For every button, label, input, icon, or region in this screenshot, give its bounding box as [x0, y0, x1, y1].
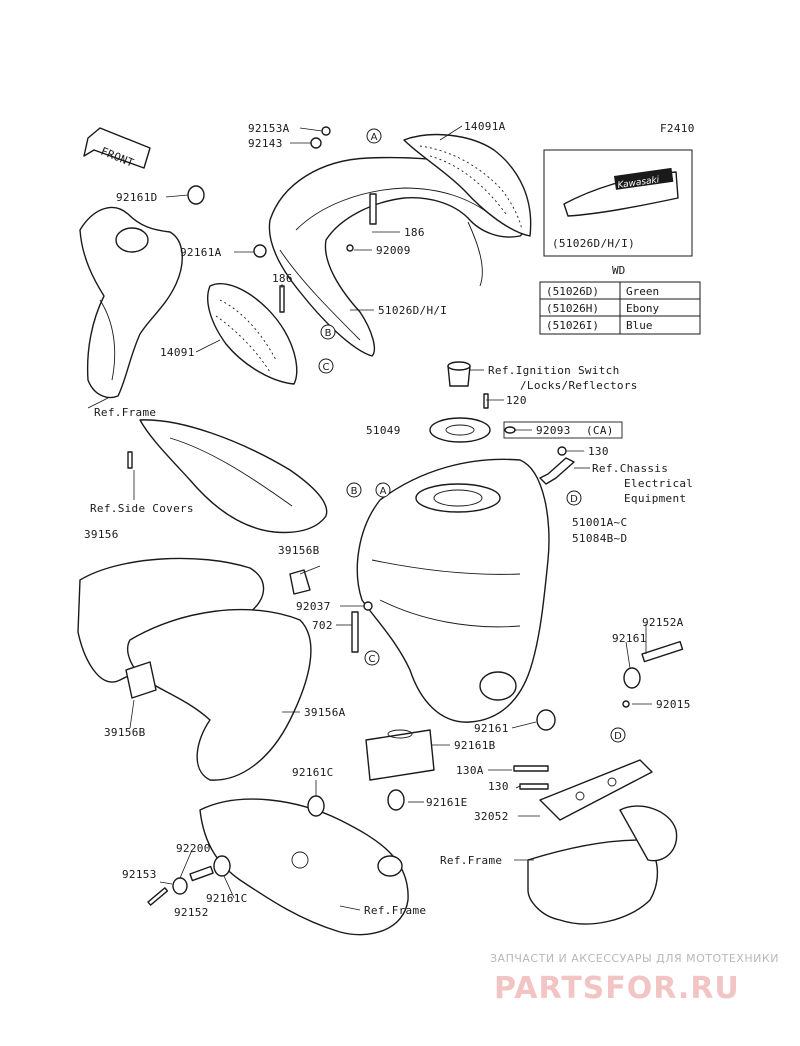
label-92153: 92153 [122, 868, 157, 881]
marker-b-tank: B [351, 486, 358, 497]
label-ref-frame-top: Ref.Frame [94, 406, 156, 419]
label-ref-frame-right: Ref.Frame [440, 854, 502, 867]
label-39156: 39156 [84, 528, 119, 541]
label-130a: 130A [456, 764, 484, 777]
label-51049: 51049 [366, 424, 401, 437]
label-ref-ignition-2: /Locks/Reflectors [520, 379, 638, 392]
heat-guard-39156a [127, 608, 312, 781]
inset-box: Kawasaki (51026D/H/I) [543, 149, 693, 257]
rear-frame-illustration [527, 805, 678, 925]
fuel-tank-illustration [356, 458, 550, 723]
inset-brand-badge [614, 167, 674, 190]
rubber-block-92161b [365, 729, 435, 781]
label-ref-chassis-1: Ref.Chassis [592, 462, 668, 475]
label-14091a: 14091A [464, 120, 506, 133]
mesh-panel-14091 [207, 283, 298, 385]
label-92161a: 92161A [180, 246, 222, 259]
marker-d-bracket: D [614, 731, 622, 742]
label-92009: 92009 [376, 244, 411, 257]
color-name-0: Green [626, 285, 659, 298]
label-702: 702 [312, 619, 333, 632]
label-186-top: 186 [404, 226, 425, 239]
label-92143: 92143 [248, 137, 283, 150]
label-39156b-top: 39156B [278, 544, 320, 557]
label-ref-side-covers: Ref.Side Covers [90, 502, 194, 515]
label-92161b: 92161B [454, 739, 496, 752]
label-51084: 51084B~D [572, 532, 627, 545]
label-ref-frame-bottom: Ref.Frame [364, 904, 426, 917]
color-table-heading: WD [612, 264, 625, 277]
label-186-mid: 186 [272, 272, 293, 285]
small-hardware [127, 126, 684, 906]
color-code-1: (51026H) [546, 302, 599, 315]
label-120: 120 [506, 394, 527, 407]
clip-39156b-top [289, 569, 311, 595]
label-ref-ignition-1: Ref.Ignition Switch [488, 364, 620, 377]
marker-c-top: C [323, 362, 330, 373]
watermark-brand: PARTSFOR.RU [494, 971, 740, 1006]
color-table: WD (51026D) Green (51026H) Ebony (51026I… [539, 264, 701, 335]
label-92161-mid: 92161 [474, 722, 509, 735]
side-cover-illustration [139, 419, 328, 534]
reference-markers: A B C A B C D D [318, 128, 626, 743]
front-arrow-icon: FRONT [83, 127, 151, 170]
label-130-bottom: 130 [488, 780, 509, 793]
watermark-tagline: ЗАПЧАСТИ И АКСЕССУАРЫ ДЛЯ МОТОТЕХНИКИ [490, 952, 779, 965]
figure-code: F2410 [660, 122, 695, 135]
label-92015: 92015 [656, 698, 691, 711]
label-39156b-bottom: 39156B [104, 726, 146, 739]
part-labels: 92153A 92143 14091A 92161D 186 92161A 92… [84, 120, 693, 919]
label-92161-right: 92161 [612, 632, 647, 645]
marker-c-tank: C [369, 654, 376, 665]
label-51026: 51026D/H/I [378, 304, 447, 317]
label-92161c-bottom: 92161C [206, 892, 248, 905]
label-92161d: 92161D [116, 191, 158, 204]
mesh-panel-14091a [403, 133, 532, 237]
label-ref-chassis-3: Equipment [624, 492, 686, 505]
label-92093-ca: (CA) [586, 424, 614, 437]
inset-caption: (51026D/H/I) [552, 237, 635, 250]
color-code-0: (51026D) [546, 285, 599, 298]
label-92037: 92037 [296, 600, 331, 613]
label-92200: 92200 [176, 842, 211, 855]
label-92152: 92152 [174, 906, 209, 919]
clip-39156b-bottom [125, 661, 157, 699]
leader-lines [87, 125, 652, 911]
label-92093: 92093 [536, 424, 571, 437]
color-name-2: Blue [626, 319, 653, 332]
color-code-2: (51026I) [546, 319, 599, 332]
marker-d-top: D [570, 494, 578, 505]
label-14091: 14091 [160, 346, 195, 359]
color-name-1: Ebony [626, 302, 659, 315]
label-32052: 32052 [474, 810, 509, 823]
mount-bracket-illustration [539, 759, 653, 821]
marker-b-top: B [325, 328, 332, 339]
marker-a-tank: A [380, 486, 387, 497]
marker-a-top: A [371, 132, 378, 143]
frame-head-illustration [79, 206, 183, 399]
label-92153a: 92153A [248, 122, 290, 135]
box-92093 [503, 421, 623, 439]
label-92161c-top: 92161C [292, 766, 334, 779]
label-130-top: 130 [588, 445, 609, 458]
label-51001: 51001A~C [572, 516, 627, 529]
label-ref-chassis-2: Electrical [624, 477, 693, 490]
label-39156a: 39156A [304, 706, 346, 719]
tank-cap-assembly [429, 361, 491, 443]
label-92152a: 92152A [642, 616, 684, 629]
label-92161e: 92161E [426, 796, 468, 809]
watermark: ЗАПЧАСТИ И АКСЕССУАРЫ ДЛЯ МОТОТЕХНИКИ PA… [490, 952, 779, 1006]
tank-cover-illustration [268, 156, 529, 357]
